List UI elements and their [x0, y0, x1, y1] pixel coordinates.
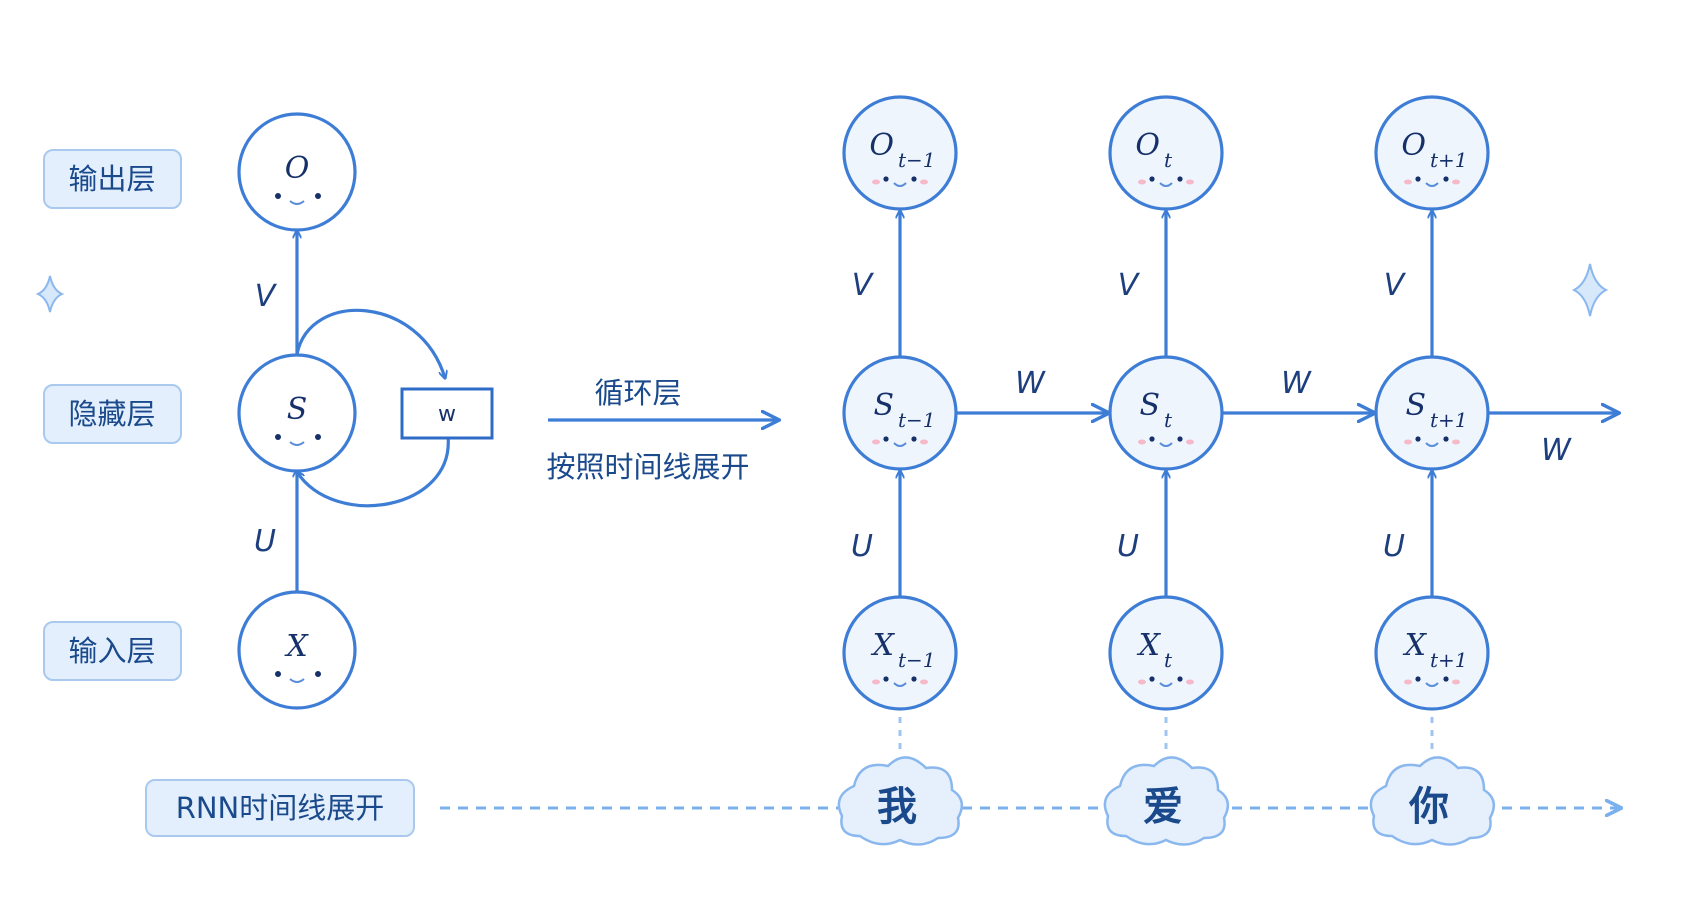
w-label-0: W [1015, 366, 1046, 401]
input-node-0-subscript: t−1 [898, 648, 936, 672]
sparkle-right-icon [1571, 263, 1609, 317]
hidden-layer-label: 隐藏层 [43, 384, 182, 444]
hidden-layer-text: 隐藏层 [68, 397, 155, 431]
output-node-2-letter: O [1401, 128, 1426, 163]
input-node-0-letter: X [871, 628, 896, 663]
hidden-node-2-subscript: t+1 [1430, 408, 1468, 432]
timeline-label: RNN时间线展开 [145, 779, 415, 837]
input-node-2-subscript: t+1 [1430, 648, 1468, 672]
folded-rnn: w V U O S X [237, 112, 494, 710]
unfold-top-text: 循环层 [594, 376, 681, 410]
word-cloud-1: 爱 [1103, 756, 1230, 846]
output-node-0-letter: O [869, 128, 894, 163]
hidden-node-0-letter: S [873, 388, 894, 423]
input-node-1-letter: X [1137, 628, 1162, 663]
input-layer-label: 输入层 [43, 621, 182, 681]
output-layer-text: 输出层 [68, 162, 155, 196]
u-label-1: U [1117, 529, 1139, 564]
word-clouds: 我爱你 [837, 756, 1496, 846]
input-layer-text: 输入层 [68, 634, 155, 668]
folded-input-node: X [237, 590, 357, 710]
output-node-1-letter: O [1135, 128, 1160, 163]
unfold-arrow-group: 循环层 按照时间线展开 [546, 376, 778, 484]
v-label-2: V [1384, 268, 1407, 303]
v-label-0: V [852, 268, 875, 303]
recurrent-loop-bottom [297, 435, 450, 508]
hidden-node-1-letter: S [1139, 388, 1160, 423]
output-node-0-subscript: t−1 [898, 148, 936, 172]
w-weight-text: w [438, 402, 456, 427]
word-text-0: 我 [877, 784, 917, 830]
hidden-node-0-subscript: t−1 [898, 408, 936, 432]
folded-hidden-text: S [287, 392, 308, 427]
input-node-1-subscript: t [1164, 648, 1173, 672]
hidden-node-2-letter: S [1405, 388, 1426, 423]
w-label-2: W [1541, 433, 1572, 468]
folded-output-node: O [237, 112, 357, 232]
input-node-2-letter: X [1403, 628, 1428, 663]
output-node-2-subscript: t+1 [1430, 148, 1468, 172]
word-cloud-2: 你 [1369, 756, 1496, 846]
folded-v-label: V [255, 279, 278, 314]
recurrent-loop-top [295, 308, 445, 378]
word-cloud-0: 我 [837, 756, 964, 846]
folded-output-text: O [285, 151, 310, 186]
timeline-label-text: RNN时间线展开 [176, 791, 385, 825]
folded-u-label: U [254, 524, 276, 559]
output-node-1-subscript: t [1164, 148, 1173, 172]
unfold-bottom-text: 按照时间线展开 [546, 450, 749, 484]
u-label-0: U [851, 529, 873, 564]
sparkle-left-icon [35, 275, 65, 313]
word-text-1: 爱 [1143, 784, 1183, 830]
u-label-2: U [1383, 529, 1405, 564]
v-label-1: V [1118, 268, 1141, 303]
folded-hidden-node: S [237, 353, 357, 473]
w-label-1: W [1281, 366, 1312, 401]
timeline: RNN时间线展开 [145, 779, 1620, 837]
hidden-node-1-subscript: t [1164, 408, 1173, 432]
w-weight-box [400, 387, 494, 440]
folded-input-text: X [284, 629, 309, 664]
output-layer-label: 输出层 [43, 149, 182, 209]
word-text-2: 你 [1408, 784, 1449, 830]
